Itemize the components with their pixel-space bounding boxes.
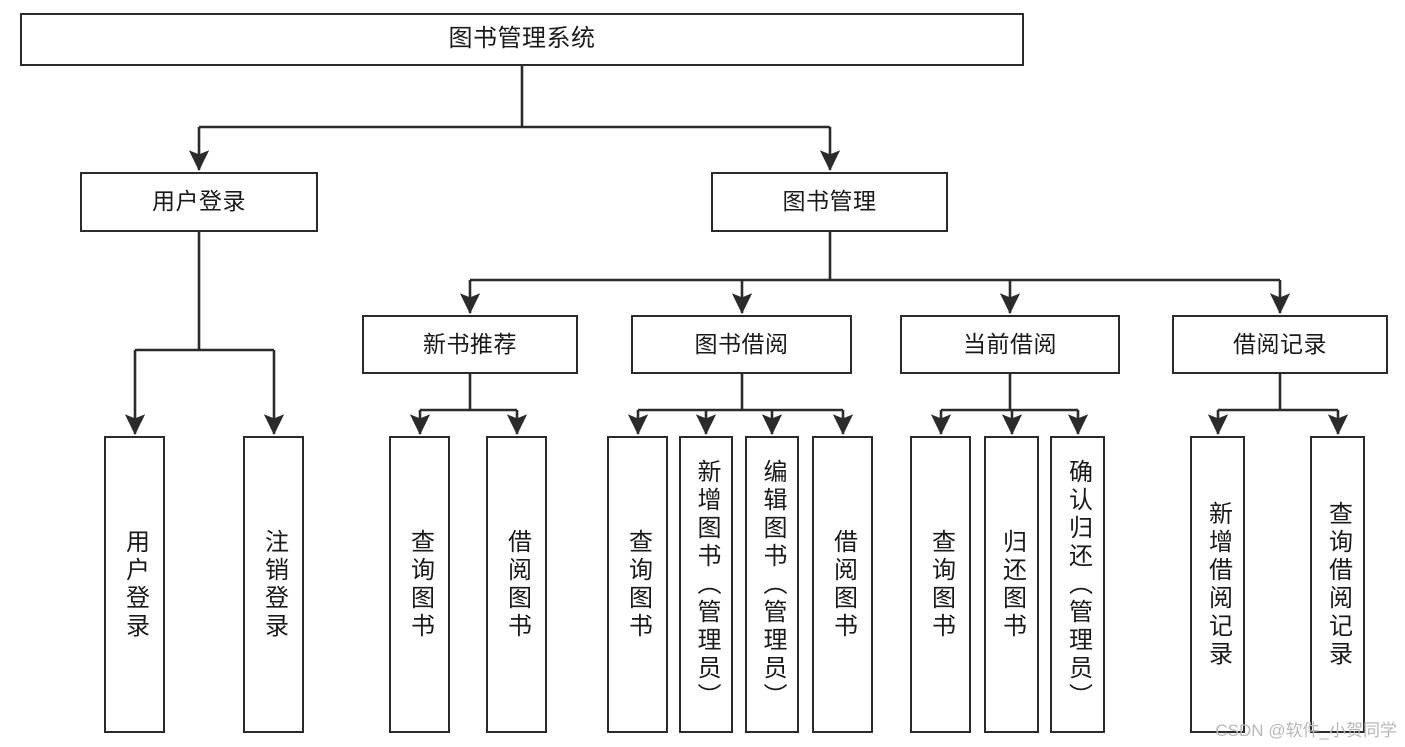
node-current-borrow-label: 当前借阅 bbox=[963, 330, 1057, 357]
node-user-login-label: 用户登录 bbox=[152, 188, 246, 215]
node-leaf-current-query-book-label: 查询图书 bbox=[927, 528, 955, 641]
node-leaf-recommend-borrow-book-label: 借阅图书 bbox=[503, 528, 531, 641]
node-leaf-current-return-book-label: 归还图书 bbox=[998, 528, 1026, 641]
node-leaf-borrow-borrow-book[interactable]: 借阅图书 bbox=[812, 436, 873, 733]
node-root-label: 图书管理系统 bbox=[448, 25, 596, 53]
node-leaf-record-add[interactable]: 新增借阅记录 bbox=[1190, 436, 1245, 733]
watermark-text: CSDN @软件_小贺同学 bbox=[1215, 721, 1397, 740]
node-leaf-borrow-add-book[interactable]: 新增图书（管理员） bbox=[679, 436, 733, 733]
node-leaf-borrow-add-book-label: 新增图书（管理员） bbox=[693, 458, 720, 711]
node-book-management[interactable]: 图书管理 bbox=[711, 172, 948, 232]
node-new-book-recommend-label: 新书推荐 bbox=[423, 330, 517, 357]
node-leaf-user-logout-label: 注销登录 bbox=[260, 528, 288, 641]
node-leaf-current-confirm-return-label: 确认归还（管理员） bbox=[1064, 458, 1092, 711]
node-leaf-borrow-query-book-label: 查询图书 bbox=[624, 528, 652, 641]
node-borrow-record-label: 借阅记录 bbox=[1233, 330, 1327, 357]
node-leaf-borrow-edit-book[interactable]: 编辑图书（管理员） bbox=[745, 436, 799, 733]
node-leaf-current-query-book[interactable]: 查询图书 bbox=[910, 436, 971, 733]
node-leaf-record-add-label: 新增借阅记录 bbox=[1204, 500, 1232, 669]
node-leaf-borrow-borrow-book-label: 借阅图书 bbox=[829, 528, 857, 641]
node-book-borrow-label: 图书借阅 bbox=[694, 330, 789, 357]
node-leaf-borrow-query-book[interactable]: 查询图书 bbox=[607, 436, 668, 733]
node-leaf-user-login[interactable]: 用户登录 bbox=[104, 436, 165, 733]
node-leaf-user-logout[interactable]: 注销登录 bbox=[243, 436, 304, 733]
node-leaf-borrow-edit-book-label: 编辑图书（管理员） bbox=[759, 458, 786, 711]
node-user-login[interactable]: 用户登录 bbox=[80, 172, 318, 232]
node-leaf-recommend-query-book[interactable]: 查询图书 bbox=[389, 436, 450, 733]
node-leaf-record-query[interactable]: 查询借阅记录 bbox=[1310, 436, 1365, 733]
node-leaf-current-confirm-return[interactable]: 确认归还（管理员） bbox=[1050, 436, 1105, 733]
node-leaf-recommend-query-book-label: 查询图书 bbox=[406, 528, 434, 641]
node-book-borrow[interactable]: 图书借阅 bbox=[631, 315, 852, 374]
node-leaf-recommend-borrow-book[interactable]: 借阅图书 bbox=[486, 436, 547, 733]
node-leaf-user-login-label: 用户登录 bbox=[121, 528, 149, 641]
node-new-book-recommend[interactable]: 新书推荐 bbox=[362, 315, 578, 374]
node-leaf-record-query-label: 查询借阅记录 bbox=[1324, 500, 1352, 669]
node-borrow-record[interactable]: 借阅记录 bbox=[1172, 315, 1388, 374]
node-root[interactable]: 图书管理系统 bbox=[20, 13, 1024, 66]
node-book-management-label: 图书管理 bbox=[782, 188, 877, 215]
node-current-borrow[interactable]: 当前借阅 bbox=[900, 315, 1120, 374]
node-leaf-current-return-book[interactable]: 归还图书 bbox=[984, 436, 1039, 733]
